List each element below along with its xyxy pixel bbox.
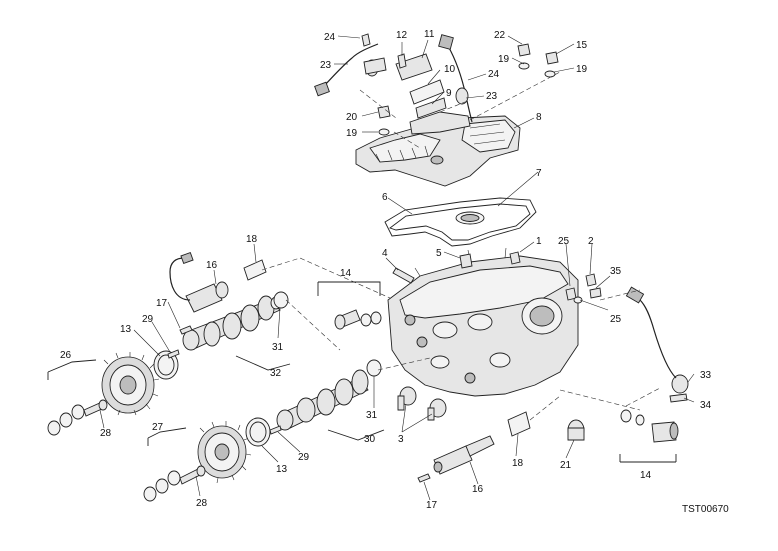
sensor-clip-bottom: [507, 411, 531, 437]
pulley-washers-top: [47, 404, 85, 436]
callout-24: 24: [324, 32, 336, 43]
sensor-clip-top: [243, 259, 267, 281]
camshaft-seal-top: [273, 291, 289, 309]
breather-wiring-right: [438, 34, 473, 123]
cover-gasket: [384, 197, 537, 247]
spark-plug-gasket: [455, 211, 485, 225]
callout-19: 19: [346, 128, 358, 139]
callout-31: 31: [366, 410, 378, 421]
callout-26: 26: [60, 350, 72, 361]
pin-29-bottom: [269, 425, 282, 435]
callout-19: 19: [576, 64, 588, 75]
pin-29-top: [167, 349, 180, 359]
camshaft-sensor-bottom: [433, 435, 495, 475]
callout-labels: 24 12 11 22 15 23 10 24 19 19 9 23 20 8 …: [60, 29, 712, 511]
exhaust-camshaft: [276, 369, 369, 431]
callout-13: 13: [120, 324, 132, 335]
callout-10: 10: [444, 64, 456, 75]
pin-1: [509, 251, 521, 265]
callout-6: 6: [382, 192, 388, 203]
callout-8: 8: [536, 112, 542, 123]
tappets-3: [397, 386, 447, 421]
camshaft-sensor-top: [169, 251, 229, 313]
callout-18: 18: [512, 458, 524, 469]
callout-29: 29: [298, 452, 310, 463]
callout-7: 7: [536, 168, 542, 179]
callout-15: 15: [576, 40, 588, 51]
bracket-11: [395, 53, 433, 81]
callout-9: 9: [446, 88, 452, 99]
callout-18: 18: [246, 234, 258, 245]
callout-5: 5: [436, 248, 442, 259]
callout-24: 24: [488, 69, 500, 80]
plug-21: [567, 419, 585, 441]
callout-14: 14: [340, 268, 352, 279]
pulley-washers-bottom: [143, 470, 181, 502]
temperature-sensor: [625, 286, 689, 394]
callout-23: 23: [320, 60, 332, 71]
callout-29: 29: [142, 314, 154, 325]
timing-pulley-bottom: [197, 421, 252, 484]
cylinder-head: [387, 247, 579, 397]
drawing-code: TST00670: [682, 504, 729, 515]
stud-4: [392, 267, 415, 284]
sensor-35: [589, 287, 602, 299]
callout-20: 20: [346, 112, 358, 123]
spark-plug-top: [334, 309, 382, 330]
pulley-bolt-top: [83, 399, 108, 417]
screw-17-bottom: [417, 473, 431, 483]
callout-11: 11: [424, 29, 435, 40]
callout-13: 13: [276, 464, 288, 475]
cylinder-head-cover: [355, 111, 521, 187]
pulley-bolt-bottom: [179, 465, 206, 485]
callout-31: 31: [272, 342, 284, 353]
callout-16: 16: [472, 484, 484, 495]
callout-3: 3: [398, 434, 404, 445]
callout-25: 25: [610, 314, 622, 325]
callout-14: 14: [640, 470, 652, 481]
callout-21: 21: [560, 460, 572, 471]
callout-17: 17: [156, 298, 168, 309]
callout-12: 12: [396, 30, 408, 41]
callout-1: 1: [536, 236, 542, 247]
callout-22: 22: [494, 30, 506, 41]
callout-28: 28: [196, 498, 208, 509]
callout-17: 17: [426, 500, 438, 511]
breather-wiring-left: [314, 43, 387, 97]
callout-34: 34: [700, 400, 712, 411]
dowel-5: [459, 253, 473, 269]
screws-top: [361, 33, 559, 119]
alignment-lines: [261, 71, 661, 421]
group-brackets: [47, 281, 677, 463]
washers-19: [378, 62, 556, 136]
screw-17-top: [179, 325, 193, 335]
callout-27: 27: [152, 422, 164, 433]
callout-30: 30: [364, 434, 376, 445]
callout-28: 28: [100, 428, 112, 439]
callout-32: 32: [270, 368, 282, 379]
callout-2: 2: [588, 236, 594, 247]
plug-14-right: [620, 409, 679, 443]
screw-34: [669, 393, 688, 403]
callout-4: 4: [382, 248, 388, 259]
callout-16: 16: [206, 260, 218, 271]
camshaft-seal-bottom: [366, 359, 382, 377]
washer-25-right: [573, 296, 583, 304]
callout-25: 25: [558, 236, 570, 247]
callout-35: 35: [610, 266, 622, 277]
callout-23: 23: [486, 91, 498, 102]
callout-19: 19: [498, 54, 510, 65]
callout-33: 33: [700, 370, 712, 381]
timing-pulley-top: [101, 352, 160, 416]
leader-lines: [99, 35, 695, 501]
screw-2: [585, 273, 597, 287]
